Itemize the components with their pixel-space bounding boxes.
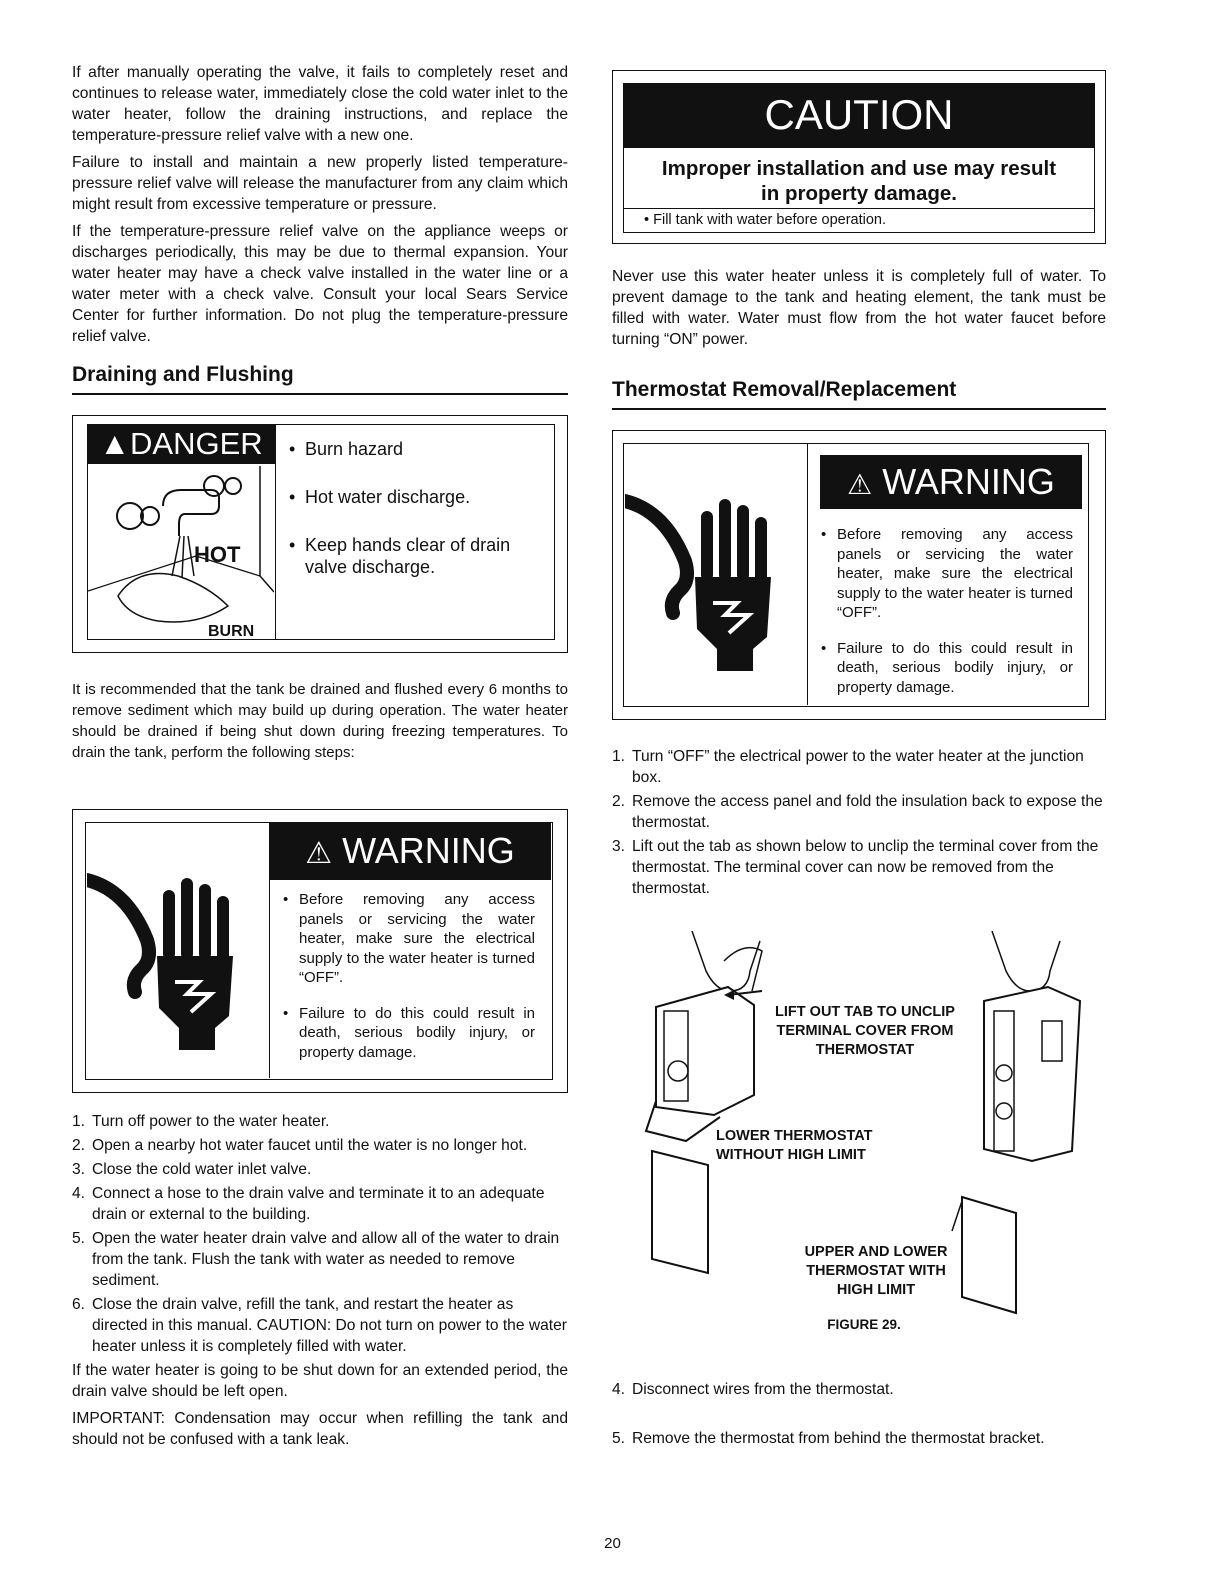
thermostat-steps-a: 1.Turn “OFF” the electrical power to the…	[612, 746, 1106, 899]
danger-divider	[275, 424, 276, 639]
thermostat-steps-b: 4.Disconnect wires from the thermostat. …	[612, 1379, 1106, 1449]
warning-label: ⚠ WARNING	[820, 455, 1082, 509]
figure-label-upper-thermostat: UPPER AND LOWER THERMOSTAT WITH HIGH LIM…	[804, 1244, 948, 1298]
danger-bullet: Burn hazard	[289, 438, 549, 460]
list-item: 6.Close the drain valve, refill the tank…	[72, 1296, 567, 1355]
paragraph-thermal-expansion: If the temperature-pressure relief valve…	[72, 223, 568, 345]
danger-bullets: Burn hazard Hot water discharge. Keep ha…	[289, 438, 549, 578]
list-item: 4.Connect a hose to the drain valve and …	[72, 1185, 545, 1223]
caution-inner-frame: Improper installation and use may result…	[623, 147, 1095, 233]
svg-text:BURN: BURN	[208, 623, 254, 638]
electric-shock-hand-icon	[87, 873, 233, 1050]
paragraph-failure-install: Failure to install and maintain a new pr…	[72, 154, 568, 213]
danger-bullet: Hot water discharge.	[289, 486, 549, 508]
figure-caption: FIGURE 29.	[827, 1317, 901, 1332]
warning-bullets-left: Before removing any access panels or ser…	[283, 890, 535, 1062]
warning-box-left: ⚠ WARNING Before removing any access pan…	[72, 809, 568, 1093]
danger-inner-frame	[87, 424, 555, 640]
section-heading-thermostat: Thermostat Removal/Replacement	[612, 378, 1106, 410]
draining-steps: 1.Turn off power to the water heater. 2.…	[72, 1111, 568, 1357]
warning-bullet: Before removing any access panels or ser…	[283, 890, 535, 988]
figure-29: LIFT OUT TAB TO UNCLIP TERMINAL COVER FR…	[612, 931, 1106, 1377]
caution-box: CAUTION Improper installation and use ma…	[612, 70, 1106, 244]
danger-label: ▲DANGER	[87, 424, 275, 464]
warning-bullet: Before removing any access panels or ser…	[821, 525, 1073, 623]
warning-divider	[269, 822, 270, 1078]
warning-divider	[807, 443, 808, 705]
paragraph-drain-recommendation: It is recommended that the tank be drain…	[72, 681, 568, 761]
electric-shock-hand-icon	[625, 494, 771, 671]
list-item: 5.Open the water heater drain valve and …	[72, 1230, 560, 1289]
left-column: If after manually operating the valve, i…	[72, 62, 568, 1456]
figure-label-lower-thermostat: LOWER THERMOSTAT WITHOUT HIGH LIMIT	[716, 1128, 873, 1163]
paragraph-condensation: IMPORTANT: Condensation may occur when r…	[72, 1410, 568, 1448]
caution-bullet: • Fill tank with water before operation.	[624, 208, 1094, 232]
list-item: 2.Remove the access panel and fold the i…	[612, 793, 1103, 831]
paragraph-full-of-water: Never use this water heater unless it is…	[612, 268, 1106, 348]
paragraph-reset-valve: If after manually operating the valve, i…	[72, 64, 568, 144]
warning-box-right: ⚠ WARNING Before removing any access pan…	[612, 430, 1106, 720]
warning-bullets-right: Before removing any access panels or ser…	[821, 525, 1073, 697]
alert-triangle-icon: ⚠	[847, 469, 873, 500]
figure-label-lift-tab: LIFT OUT TAB TO UNCLIP TERMINAL COVER FR…	[775, 1004, 955, 1058]
list-item: 3.Lift out the tab as shown below to unc…	[612, 838, 1099, 897]
list-item: 3.Close the cold water inlet valve.	[72, 1161, 312, 1178]
list-item: 1.Turn “OFF” the electrical power to the…	[612, 748, 1084, 786]
warning-bullet: Failure to do this could result in death…	[821, 639, 1073, 698]
warning-bullet: Failure to do this could result in death…	[283, 1004, 535, 1063]
thermostat-diagram	[644, 931, 1082, 1315]
list-item: 5.Remove the thermostat from behind the …	[612, 1430, 1045, 1447]
faucet-burn-icon: HOT BURN	[88, 466, 274, 638]
danger-bullet: Keep hands clear of drain valve discharg…	[289, 534, 549, 578]
caution-label: CAUTION	[623, 83, 1095, 147]
alert-triangle-icon: ⚠	[305, 837, 333, 870]
list-item: 4.Disconnect wires from the thermostat.	[612, 1381, 894, 1398]
warning-label: ⚠ WARNING	[269, 822, 551, 880]
right-column: CAUTION Improper installation and use ma…	[612, 70, 1106, 1452]
caution-headline: Improper installation and use may result…	[661, 157, 1057, 205]
list-item: 2.Open a nearby hot water faucet until t…	[72, 1137, 528, 1154]
alert-triangle-icon: ▲	[99, 426, 131, 461]
section-heading-draining: Draining and Flushing	[72, 363, 568, 395]
warning-inner-frame	[623, 443, 1089, 707]
list-item: 1.Turn off power to the water heater.	[72, 1113, 330, 1130]
svg-text:HOT: HOT	[194, 542, 241, 567]
page-number: 20	[604, 1535, 621, 1552]
paragraph-extended-shutdown: If the water heater is going to be shut …	[72, 1362, 568, 1400]
danger-box: ▲DANGER HOT BURN Burn hazard Hot water d…	[72, 415, 568, 653]
